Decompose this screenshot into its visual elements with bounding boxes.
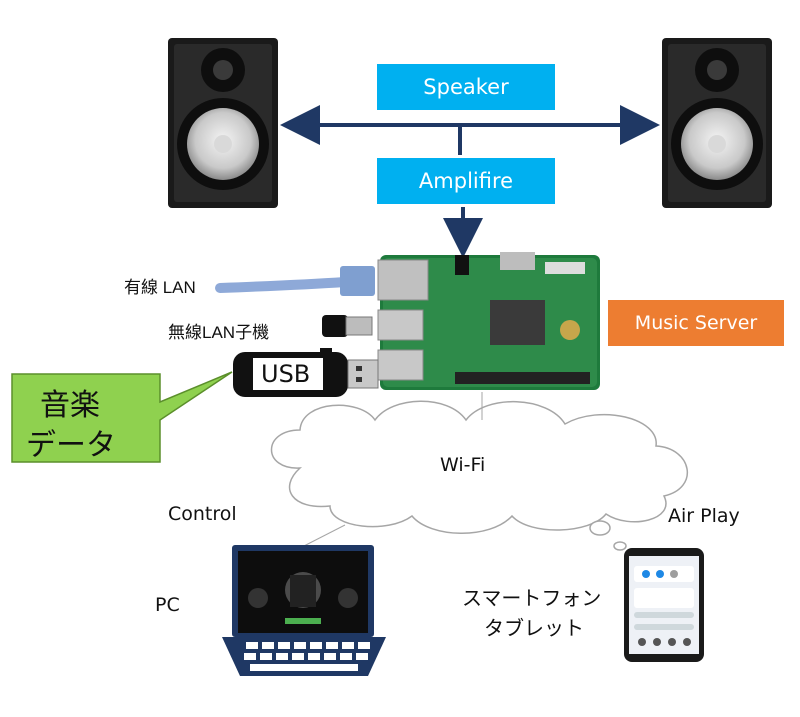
music-server-label: Music Server	[634, 312, 758, 334]
speaker-label: Speaker	[423, 75, 509, 99]
right-speaker-icon	[662, 38, 772, 208]
amplifier-label: Amplifire	[418, 169, 514, 193]
smartphone-icon	[624, 548, 704, 662]
lan-cable-icon	[215, 266, 375, 296]
callout-line-1: 音楽	[40, 389, 100, 422]
amplifier-box: Amplifire	[377, 158, 555, 204]
callout-line-2: データ	[26, 429, 116, 462]
pc-label: PC	[155, 594, 180, 616]
music-data-callout	[11, 371, 233, 463]
control-label: Control	[168, 503, 237, 525]
music-server-box: Music Server	[608, 300, 784, 346]
wireless-lan-label: 無線LAN子機	[168, 323, 270, 342]
wifi-cloud-icon	[270, 392, 689, 551]
usb-stick-icon	[233, 348, 379, 397]
smartphone-label-line-2: タブレット	[484, 618, 584, 640]
usb-label: USB	[261, 360, 311, 388]
left-speaker-icon	[168, 38, 278, 208]
laptop-icon	[222, 545, 386, 676]
raspberry-pi-board-icon	[377, 252, 600, 390]
airplay-label: Air Play	[668, 505, 740, 527]
wifi-label: Wi-Fi	[440, 454, 486, 476]
smartphone-label-line-1: スマートフォン	[462, 588, 602, 610]
wired-lan-label: 有線 LAN	[124, 278, 196, 297]
speaker-arrows	[280, 105, 660, 258]
wifi-dongle-icon	[322, 315, 373, 337]
speaker-box: Speaker	[377, 64, 555, 110]
